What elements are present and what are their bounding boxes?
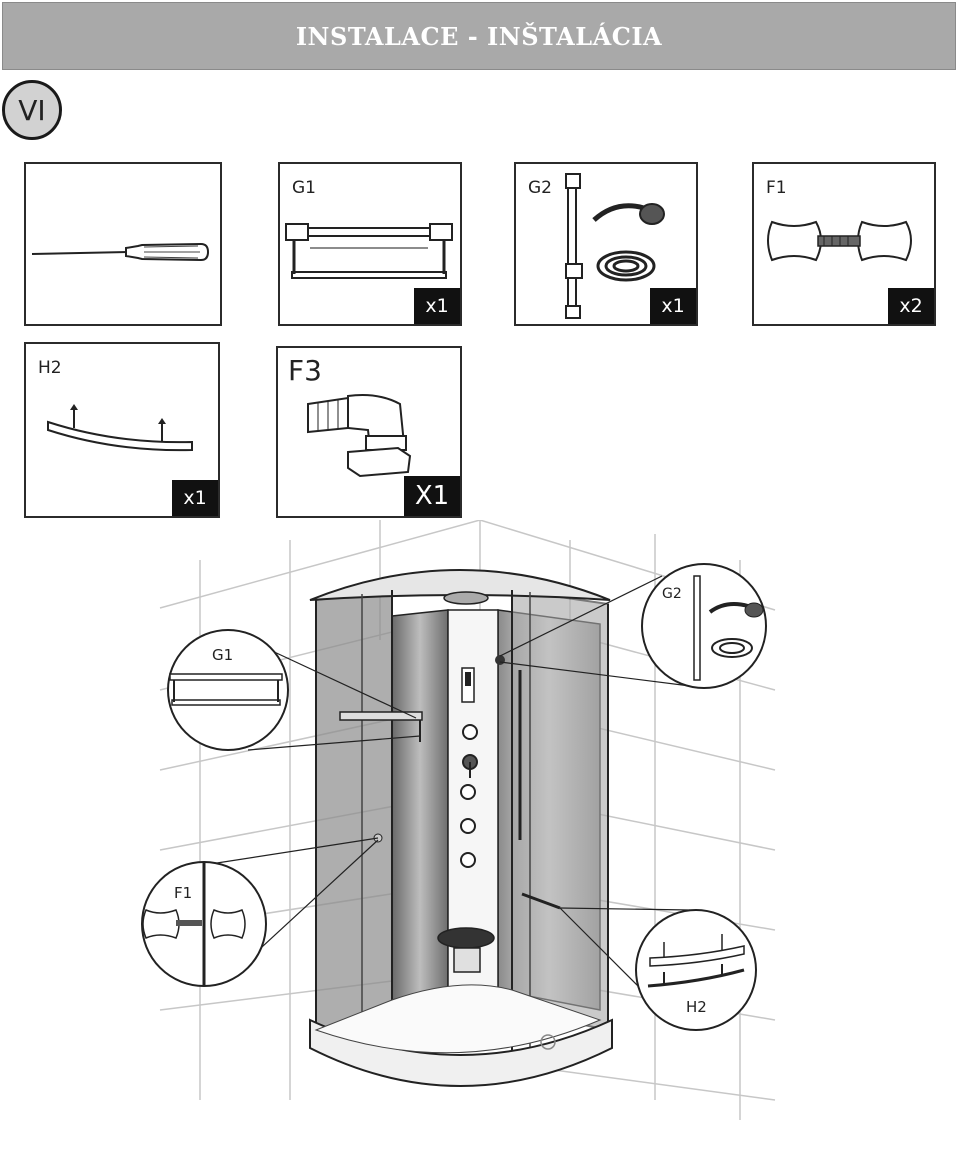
quantity-badge: X1 <box>404 476 460 516</box>
callout-label: F1 <box>174 884 192 902</box>
door-knob-icon <box>767 220 912 262</box>
page-title: INSTALACE - INŠTALÁCIA <box>295 22 663 51</box>
shelf-icon <box>285 223 453 279</box>
part-f1: F1 x2 <box>752 162 936 326</box>
callout-g2: G2 <box>641 563 767 689</box>
callout-label: G1 <box>212 646 233 664</box>
drain-icon <box>307 394 412 478</box>
callout-h2: H2 <box>635 909 757 1031</box>
screwdriver-icon <box>31 242 210 262</box>
callout-g1: G1 <box>167 629 289 751</box>
part-g2: G2 x1 <box>514 162 698 326</box>
page-header: INSTALACE - INŠTALÁCIA <box>2 2 956 70</box>
callout-label: G2 <box>662 586 682 602</box>
quantity-badge: x1 <box>414 288 460 324</box>
part-screwdriver <box>24 162 222 326</box>
part-code: H2 <box>38 358 62 378</box>
shower-cabin-illustration: G1 G2 F1 H2 <box>141 520 776 1120</box>
quantity-badge: x2 <box>888 288 934 324</box>
part-code: G2 <box>528 178 552 198</box>
step-badge: VI <box>2 80 62 140</box>
step-number: VI <box>18 93 46 127</box>
part-g1: G1 x1 <box>278 162 462 326</box>
part-code: F1 <box>766 178 787 198</box>
callout-label: H2 <box>686 998 707 1016</box>
part-f3: F3 X1 <box>276 346 462 518</box>
shower-set-icon <box>565 173 665 319</box>
callout-f1: F1 <box>141 861 267 987</box>
part-code: G1 <box>292 178 316 198</box>
quantity-badge: x1 <box>172 480 218 516</box>
quantity-badge: x1 <box>650 288 696 324</box>
handle-bar-icon <box>47 404 193 452</box>
part-h2: H2 x1 <box>24 342 220 518</box>
part-code: F3 <box>288 354 322 387</box>
